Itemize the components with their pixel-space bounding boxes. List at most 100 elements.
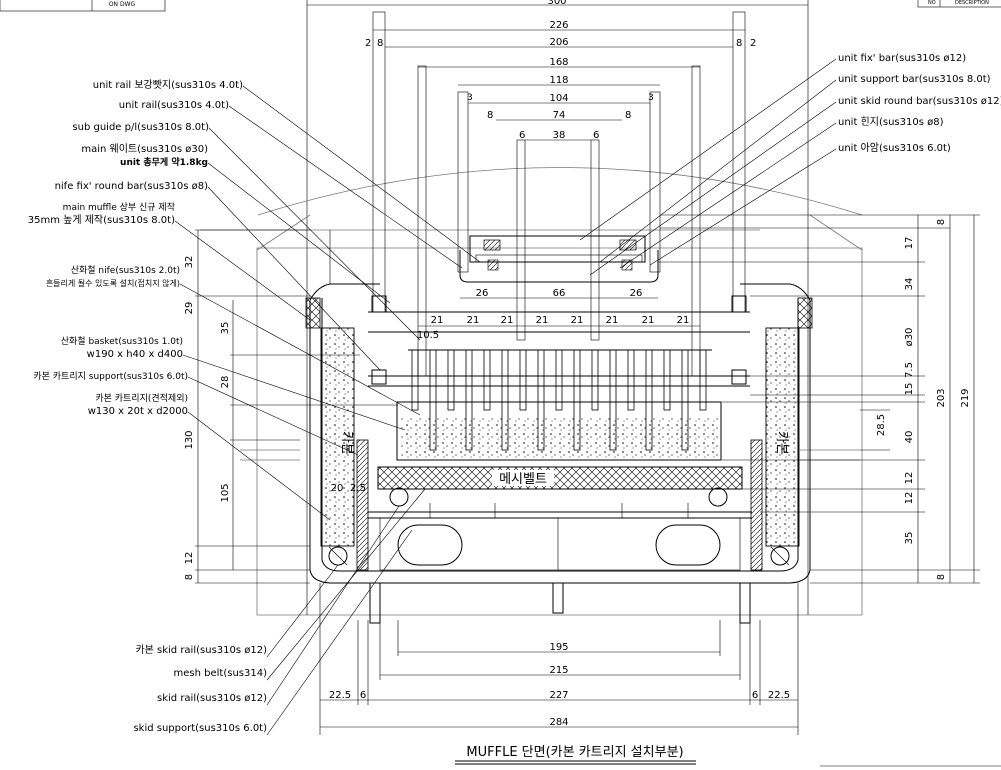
- label-sub-guide: sub guide p/l(sus310s 8.0t): [72, 122, 209, 133]
- dim-12-left: 12: [184, 552, 195, 565]
- oxidation-basket: [368, 375, 750, 461]
- dim-8-right: 8: [736, 38, 742, 49]
- dim-34: 34: [904, 278, 915, 291]
- title-block-label: ON DWG: [109, 1, 136, 8]
- dim-12-right-b: 12: [904, 492, 915, 505]
- label-unit-support-bar: unit support bar(sus310s 8.0t): [838, 74, 991, 85]
- dim-7-5: 7.5: [904, 362, 915, 378]
- dim-219: 219: [960, 388, 971, 407]
- nife-plate: [591, 349, 599, 411]
- title-block-desc: DESCRIPTION: [955, 0, 989, 6]
- title-block-no: NO: [928, 0, 936, 6]
- dim-21-6: 21: [606, 315, 619, 326]
- dim-21-8: 21: [677, 315, 690, 326]
- dim-206: 206: [549, 37, 568, 48]
- dim-118: 118: [549, 75, 568, 86]
- dim-28: 28: [220, 376, 231, 389]
- dim-28-5: 28.5: [876, 414, 887, 436]
- dim-226: 226: [549, 20, 568, 31]
- dim-22-5-right: 22.5: [768, 690, 790, 701]
- nife-comb: [408, 349, 712, 451]
- dim-2-5: 2.5: [350, 483, 366, 494]
- drawing-title: MUFFLE 단면(카본 카트리지 설치부분): [455, 745, 696, 765]
- dim-030: ø30: [904, 328, 915, 347]
- nife-plate: [663, 349, 671, 411]
- dim-104: 104: [549, 93, 568, 104]
- dim-2-right: 2: [750, 38, 756, 49]
- right-callouts: unit fix' bar(sus310s ø12) unit support …: [579, 53, 1001, 276]
- dim-35: 35: [220, 322, 231, 335]
- nife-plate: [699, 349, 707, 411]
- label-unit-skid-bar: unit skid round bar(sus310s ø12): [838, 96, 1001, 107]
- dim-8-left-v: 8: [184, 574, 195, 580]
- dim-15: 15: [904, 383, 915, 396]
- dim-8-inner-left: 8: [487, 110, 493, 121]
- left-dimensions: 32 29 35 28 130 105 12 8 20 2.5: [184, 229, 398, 584]
- belt-label: 메시벨트: [499, 472, 547, 487]
- dim-300: 300: [547, 0, 566, 7]
- dim-8-right-top: 8: [936, 219, 947, 225]
- dim-21-4: 21: [536, 315, 549, 326]
- label-cartridge-support: 카본 카트리지 support(sus310s 6.0t): [33, 371, 188, 382]
- dim-66: 66: [553, 288, 566, 299]
- label-oxide-nife: 산화철 nife(sus310s 2.0t): [71, 265, 180, 276]
- mesh-belt: 메시벨트: [368, 466, 752, 519]
- dim-21-3: 21: [501, 315, 514, 326]
- nife-plate: [627, 349, 635, 411]
- dim-22-5-left: 22.5: [329, 690, 351, 701]
- title-block-top-left: ON DWG: [0, 0, 166, 12]
- label-unit-hinge: unit 힌지(sus310s ø8): [838, 116, 944, 128]
- label-skid-support: skid support(sus310s 6.0t): [133, 723, 267, 734]
- main-muffle: [305, 230, 813, 584]
- bottom-callouts: 카본 skid rail(sus310s ø12) mesh belt(sus3…: [133, 488, 426, 736]
- dim-21-7: 21: [642, 315, 655, 326]
- label-install-note: 흔들리게 될수 있도록 설치(접치지 않게): [46, 278, 180, 288]
- label-unit-fix-bar: unit fix' bar(sus310s ø12): [838, 53, 966, 64]
- carbon-label-right: 카본: [774, 431, 789, 455]
- nife-plate: [555, 349, 563, 411]
- dim-29: 29: [184, 302, 195, 315]
- dim-284: 284: [549, 717, 568, 728]
- dim-12-right-a: 12: [904, 472, 915, 485]
- title-text: MUFFLE 단면(카본 카트리지 설치부분): [466, 745, 683, 760]
- label-carbon-skid-rail: 카본 skid rail(sus310s ø12): [135, 644, 267, 656]
- dim-203: 203: [936, 388, 947, 407]
- dim-74: 74: [553, 110, 566, 121]
- dim-35-right: 35: [904, 532, 915, 545]
- dim-26-right: 26: [630, 288, 643, 299]
- skid-support: [369, 503, 751, 624]
- middle-dimensions: 26 66 26 21 21 21 21 21 21 21 21 10.5: [417, 288, 700, 341]
- label-nife-fix-bar: nife fix' round bar(sus310s ø8): [55, 181, 209, 192]
- skid-rails: [328, 487, 790, 566]
- dim-8-left: 8: [377, 38, 383, 49]
- upper-unit: [368, 11, 750, 385]
- label-oxide-basket: 산화철 basket(sus310s 1.0t): [61, 336, 183, 347]
- outer-frame: [200, 0, 863, 616]
- nife-plate: [483, 349, 491, 411]
- dim-21-5: 21: [571, 315, 584, 326]
- label-mesh-belt: mesh belt(sus314): [174, 668, 268, 679]
- dim-26-left: 26: [476, 288, 489, 299]
- right-dimensions: 8 17 34 ø30 7.5 15 40 28.5 12 12 35 8 20…: [658, 214, 980, 584]
- nife-plate: [411, 349, 419, 411]
- dim-2-left: 2: [365, 38, 371, 49]
- dim-215: 215: [549, 665, 568, 676]
- carbon-label-left: 카본: [339, 431, 354, 455]
- dim-21-2: 21: [467, 315, 480, 326]
- dim-130: 130: [184, 430, 195, 449]
- dim-8-right-bottom: 8: [936, 574, 947, 580]
- label-cartridge: 카본 카트리지(견적제외): [95, 392, 188, 404]
- dim-168: 168: [549, 57, 568, 68]
- nife-plate: [447, 349, 455, 411]
- dim-3-left: 3: [467, 93, 473, 103]
- dim-10-5: 10.5: [417, 330, 439, 341]
- label-cartridge-size: w130 x 20t x d2000: [88, 406, 188, 417]
- carbon-cartridge-left: 카본: [320, 327, 369, 571]
- label-rail-reinforce: unit rail 보강빳지(sus310s 4.0t): [93, 79, 243, 91]
- carbon-cartridge-right: 카본: [750, 327, 800, 571]
- dim-6-left: 6: [519, 130, 525, 141]
- top-dimensions: 300 226 206 2 8 8 2 168 118 104 3 3 74 8…: [307, 0, 808, 141]
- label-muffle-new: main muffle 상부 신규 제작: [63, 202, 175, 213]
- label-basket-size: w190 x h40 x d400: [87, 349, 183, 360]
